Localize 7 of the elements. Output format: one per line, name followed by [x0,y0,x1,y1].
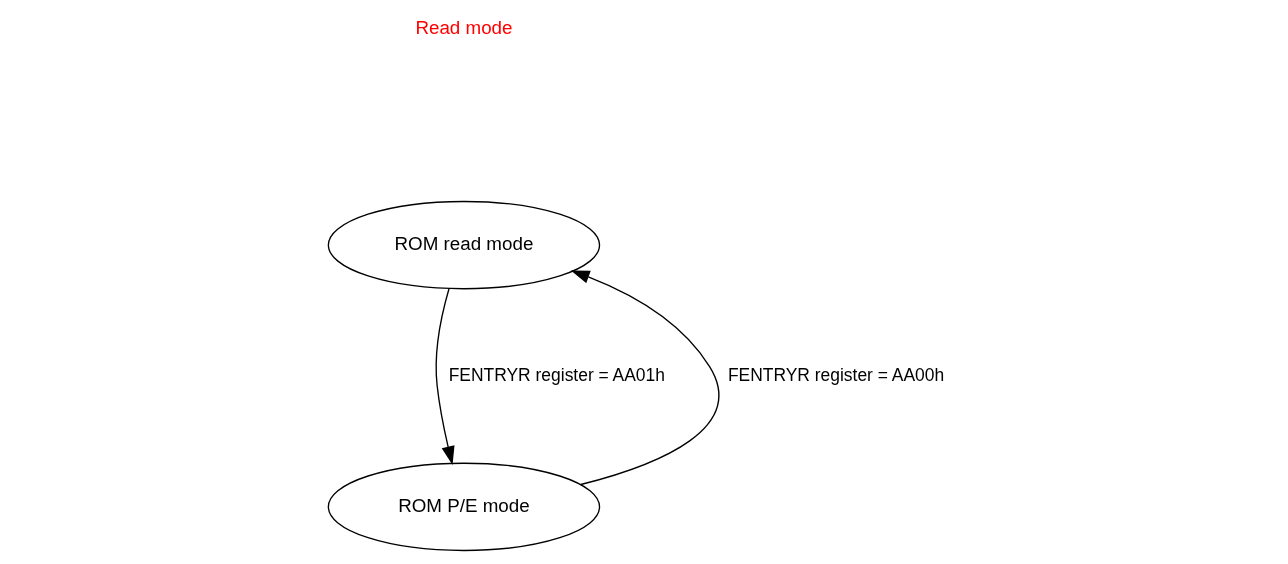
node-ellipse: ROM P/E mode [327,462,600,552]
label: Read mode [414,16,512,38]
node-ellipse: ROM read mode [327,200,600,290]
arrow [570,270,720,486]
edge-label: FENTRYR register = AA00h [727,364,944,385]
edge-label: FENTRYR register = AA01h [448,364,665,385]
arrow [435,288,454,466]
